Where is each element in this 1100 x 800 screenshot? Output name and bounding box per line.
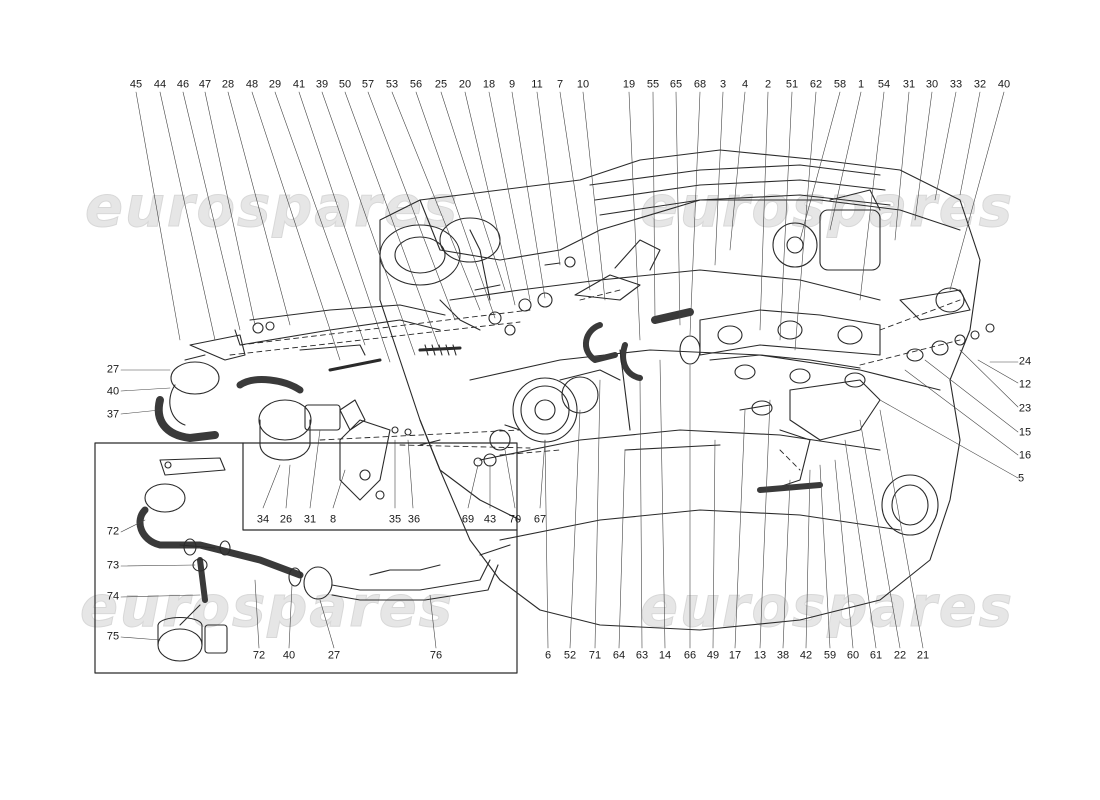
callout-31-mid: 31 [303,513,317,526]
callout-35: 35 [388,513,402,526]
callout-75: 75 [106,630,120,643]
callout-16: 16 [1018,449,1032,462]
callout-1: 1 [857,78,865,91]
callout-51: 51 [785,78,799,91]
callout-10: 10 [576,78,590,91]
callout-30: 30 [925,78,939,91]
engine-block-outline [379,149,981,631]
callout-4: 4 [741,78,749,91]
callout-24: 24 [1018,355,1032,368]
callout-20: 20 [458,78,472,91]
callout-48: 48 [245,78,259,91]
callout-5: 5 [1017,472,1025,485]
callout-31: 31 [902,78,916,91]
callout-68: 68 [693,78,707,91]
callout-49: 49 [706,649,720,662]
callout-62: 62 [809,78,823,91]
inset-frame [94,442,518,674]
callout-25: 25 [434,78,448,91]
callout-7: 7 [556,78,564,91]
callout-27-left: 27 [106,363,120,376]
callout-56: 56 [409,78,423,91]
callout-18: 18 [482,78,496,91]
callout-50: 50 [338,78,352,91]
callout-44: 44 [153,78,167,91]
callout-33: 33 [949,78,963,91]
callout-40: 40 [997,78,1011,91]
callout-60: 60 [846,649,860,662]
callout-19: 19 [622,78,636,91]
callout-37: 37 [106,408,120,421]
callout-40-inset: 40 [282,649,296,662]
callout-38: 38 [776,649,790,662]
callout-66: 66 [683,649,697,662]
callout-11: 11 [531,78,543,91]
callout-26: 26 [279,513,293,526]
callout-70: 70 [508,513,522,526]
callout-55: 55 [646,78,660,91]
callout-14: 14 [658,649,672,662]
callout-22: 22 [893,649,907,662]
callout-41: 41 [292,78,306,91]
callout-36: 36 [407,513,421,526]
callout-59: 59 [823,649,837,662]
callout-71: 71 [588,649,602,662]
callout-69: 69 [461,513,475,526]
callout-53: 53 [385,78,399,91]
callout-43: 43 [483,513,497,526]
callout-72-inset-bottom: 72 [252,649,266,662]
callout-23: 23 [1018,402,1032,415]
watermark-top-left: eurospares [84,175,460,240]
callout-3: 3 [719,78,727,91]
callout-76: 76 [429,649,443,662]
callout-61: 61 [869,649,883,662]
callout-54: 54 [877,78,891,91]
callout-32: 32 [973,78,987,91]
callout-21: 21 [916,649,930,662]
callout-2: 2 [764,78,772,91]
callout-72-inset-left: 72 [106,525,120,538]
callout-27-inset: 27 [327,649,341,662]
callout-57: 57 [361,78,375,91]
watermark-bottom-right: eurospares [639,575,1015,640]
callout-6: 6 [544,649,552,662]
callout-29: 29 [268,78,282,91]
callout-65: 65 [669,78,683,91]
callout-73: 73 [106,559,120,572]
callout-63: 63 [635,649,649,662]
callout-15: 15 [1018,426,1032,439]
callout-45: 45 [129,78,143,91]
watermark-bottom-left: eurospares [79,575,455,640]
callout-39: 39 [315,78,329,91]
callout-52: 52 [563,649,577,662]
callout-34: 34 [256,513,270,526]
callout-46: 46 [176,78,190,91]
callout-47: 47 [198,78,212,91]
callout-64: 64 [612,649,626,662]
callout-42: 42 [799,649,813,662]
callout-28: 28 [221,78,235,91]
callout-67: 67 [533,513,547,526]
callout-17: 17 [728,649,742,662]
callout-13: 13 [753,649,767,662]
callout-74: 74 [106,590,120,603]
callout-40-left: 40 [106,385,120,398]
callout-8: 8 [329,513,337,526]
callout-58: 58 [833,78,847,91]
callout-9: 9 [508,78,516,91]
callout-12: 12 [1018,378,1032,391]
